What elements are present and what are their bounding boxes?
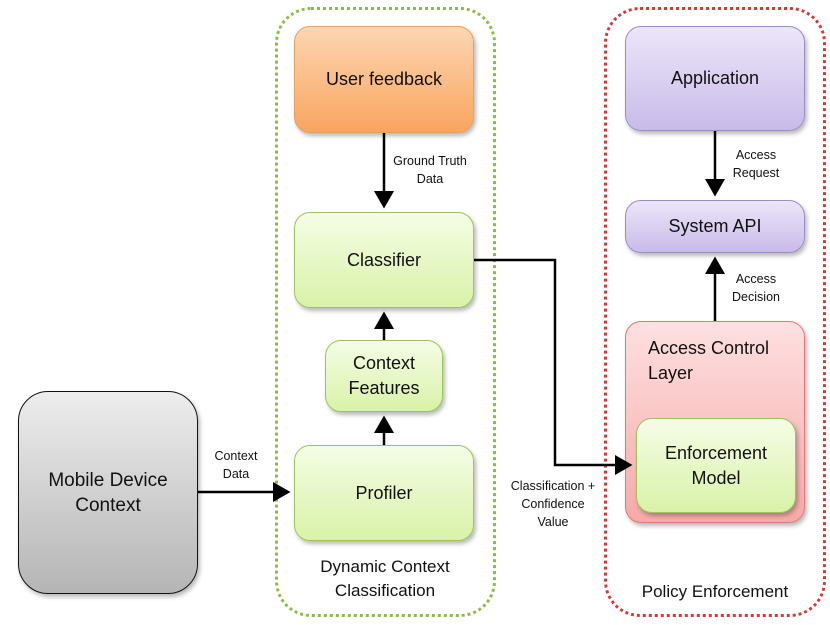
ground-truth-label: Ground Truth Data (393, 154, 467, 186)
user-feedback-node: User feedback (294, 26, 474, 133)
system-api-node: System API (625, 200, 805, 253)
access-decision-label: Access Decision (732, 272, 780, 304)
mobile-device-context-label: Mobile Device Context (48, 469, 168, 516)
policy-enforcement-label: Policy Enforcement (641, 582, 789, 601)
enforcement-model-label: Enforcement Model (664, 442, 768, 488)
context-data-label: Context Data (214, 449, 258, 481)
user-feedback-label: User feedback (325, 69, 443, 89)
mobile-device-context-node: Mobile Device Context (18, 391, 198, 594)
policy-enforcement-group (604, 7, 826, 617)
enforcement-model-node: Enforcement Model (636, 418, 796, 513)
context-features-node: Context Features (325, 340, 443, 412)
context-features-label: Context Features (348, 353, 420, 398)
classifier-label: Classifier (346, 249, 421, 270)
classification-confidence-label: Classification + Confidence Value (510, 479, 596, 529)
dynamic-context-group (275, 7, 496, 617)
access-control-layer-label: Access Control Layer (648, 338, 770, 383)
application-node: Application (625, 26, 805, 131)
profiler-label: Profiler (355, 482, 413, 503)
access-request-label: Access Request (732, 148, 780, 180)
system-api-label: System API (668, 216, 762, 236)
arrow-classification (474, 258, 633, 475)
application-label: Application (670, 68, 760, 88)
profiler-node: Profiler (294, 445, 474, 541)
dynamic-context-label: Dynamic Context Classification (320, 557, 450, 600)
classifier-node: Classifier (294, 212, 474, 308)
